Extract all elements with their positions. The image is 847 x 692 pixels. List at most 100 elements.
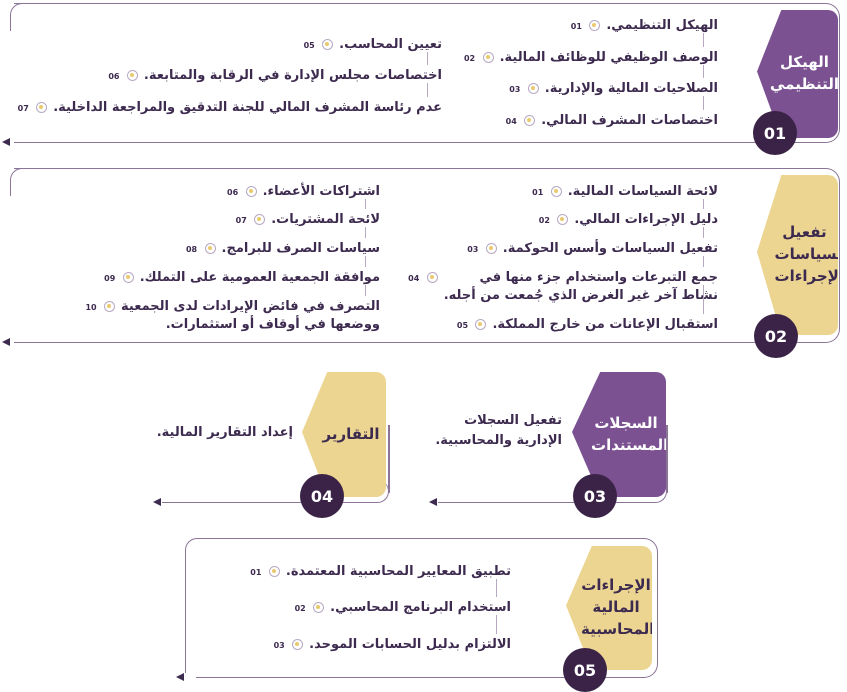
section-1-frame [14, 3, 840, 143]
item-number: 08 [185, 245, 198, 254]
item-text: تعيين المحاسب. [339, 37, 442, 52]
item-number: 07 [17, 104, 29, 113]
item-text: سياسات الصرف للبرامج. [221, 241, 380, 256]
section-2-number: 02 [754, 314, 798, 358]
item-number: 05 [456, 321, 469, 330]
item-number: 10 [85, 303, 97, 312]
section-5-frame [196, 538, 658, 678]
connector-line [496, 615, 497, 634]
item-text: اختصاصات مجلس الإدارة في الرقابة والمتاب… [143, 68, 442, 83]
section-3-text: تفعيل السجلات الإدارية والمحاسبية. [435, 413, 562, 448]
item-number: 01 [570, 22, 582, 31]
item-text: الهيكل التنظيمي. [606, 18, 718, 33]
section-4-number: 04 [300, 474, 344, 518]
item-text: الالتزام بدليل الحسابات الموحد. [309, 637, 511, 652]
item-number: 04 [408, 274, 420, 283]
list-item: 07 لائحة المشتريات. [234, 211, 380, 229]
bullet-icon [104, 301, 116, 312]
section-5-title: الإجراءات المالية والمحاسبية [581, 576, 664, 638]
connector-line [703, 285, 704, 314]
item-number: 02 [463, 54, 476, 63]
connector-line [703, 256, 704, 267]
item-number: 01 [532, 188, 544, 197]
section-1-title: الهيكل التنظيمي [770, 53, 839, 93]
bullet-icon [589, 20, 601, 31]
connector-line [703, 33, 704, 47]
bullet-icon [485, 243, 497, 254]
bullet-icon [557, 214, 569, 225]
item-number: 03 [467, 245, 479, 254]
list-item: 02 استخدام البرنامج المحاسبي. [293, 599, 511, 617]
list-item: 01 لائحة السياسات المالية. [531, 183, 718, 201]
bullet-icon [426, 272, 438, 283]
item-number: 02 [294, 604, 306, 613]
section-5-number: 05 [563, 648, 607, 692]
item-number: 03 [273, 641, 285, 650]
bullet-icon [313, 602, 325, 613]
connector-line [427, 52, 428, 65]
bullet-icon [36, 102, 48, 113]
item-number: 03 [509, 85, 521, 94]
bullet-icon [322, 39, 334, 50]
item-text: اختصاصات المشرف المالي. [541, 113, 718, 128]
section-3-frame [438, 480, 667, 503]
item-number: 09 [104, 274, 116, 283]
list-item: 01 الهيكل التنظيمي. [569, 17, 718, 35]
item-text: لائحة السياسات المالية. [567, 184, 718, 199]
list-item: 04 اختصاصات المشرف المالي. [504, 112, 718, 130]
item-number: 07 [235, 216, 247, 225]
arrow-left-icon [176, 673, 184, 681]
connector-line [703, 227, 704, 238]
section-3-frame-right [666, 425, 668, 493]
section-3-badge: السجلات والمستندات [572, 372, 666, 497]
bullet-icon [527, 83, 539, 94]
section-3-number: 03 [573, 474, 617, 518]
item-text: التصرف في فائض الإيرادات لدى الجمعية ووض… [121, 299, 380, 332]
bullet-icon [524, 115, 536, 126]
section-2-frame [14, 168, 840, 343]
arrow-left-icon [429, 498, 437, 506]
section-4-frame-right [388, 425, 390, 493]
list-item: 02 دليل الإجراءات المالي. [537, 211, 718, 229]
item-text: جمع التبرعات واستخدام جزء منها في نشاط آ… [443, 270, 718, 303]
bullet-icon [292, 639, 304, 650]
item-text: تفعيل السياسات وأسس الحوكمة. [502, 241, 718, 256]
section-1-corner [10, 3, 24, 31]
connector-line [365, 285, 366, 296]
bullet-icon [550, 186, 562, 197]
arrow-left-icon [153, 498, 161, 506]
bullet-icon [204, 243, 216, 254]
item-number: 04 [505, 117, 517, 126]
bullet-icon [122, 272, 134, 283]
arrow-left-icon [2, 138, 10, 146]
item-number: 06 [108, 72, 120, 81]
item-text: لائحة المشتريات. [271, 212, 380, 227]
bullet-icon [475, 319, 487, 330]
item-text: استخدام البرنامج المحاسبي. [330, 600, 511, 615]
list-item: 04 جمع التبرعات واستخدام جزء منها في نشاط… [407, 269, 718, 305]
list-item: 05 استقبال الإعانات من خارج المملكة. [455, 316, 718, 334]
bullet-icon [126, 70, 138, 81]
section-1-number: 01 [753, 111, 797, 155]
section-2-corner [10, 168, 24, 196]
item-text: استقبال الإعانات من خارج المملكة. [492, 317, 718, 332]
section-4-frame [162, 480, 389, 503]
arrow-left-icon [2, 338, 10, 346]
item-text: دليل الإجراءات المالي. [574, 212, 718, 227]
item-text: موافقة الجمعية العمومية على التملك. [139, 270, 380, 285]
item-text: عدم رئاسة المشرف المالي للجنة التدقيق وا… [53, 100, 442, 115]
section-5-corner [185, 538, 199, 673]
connector-line [496, 579, 497, 597]
bullet-icon [268, 566, 280, 577]
item-number: 06 [227, 188, 239, 197]
connector-line [703, 199, 704, 209]
item-number: 02 [538, 216, 550, 225]
list-item: 09 موافقة الجمعية العمومية على التملك. [103, 269, 380, 287]
section-2-title: تفعيل السياسات والإجراءات [774, 223, 847, 285]
bullet-icon [482, 52, 494, 63]
